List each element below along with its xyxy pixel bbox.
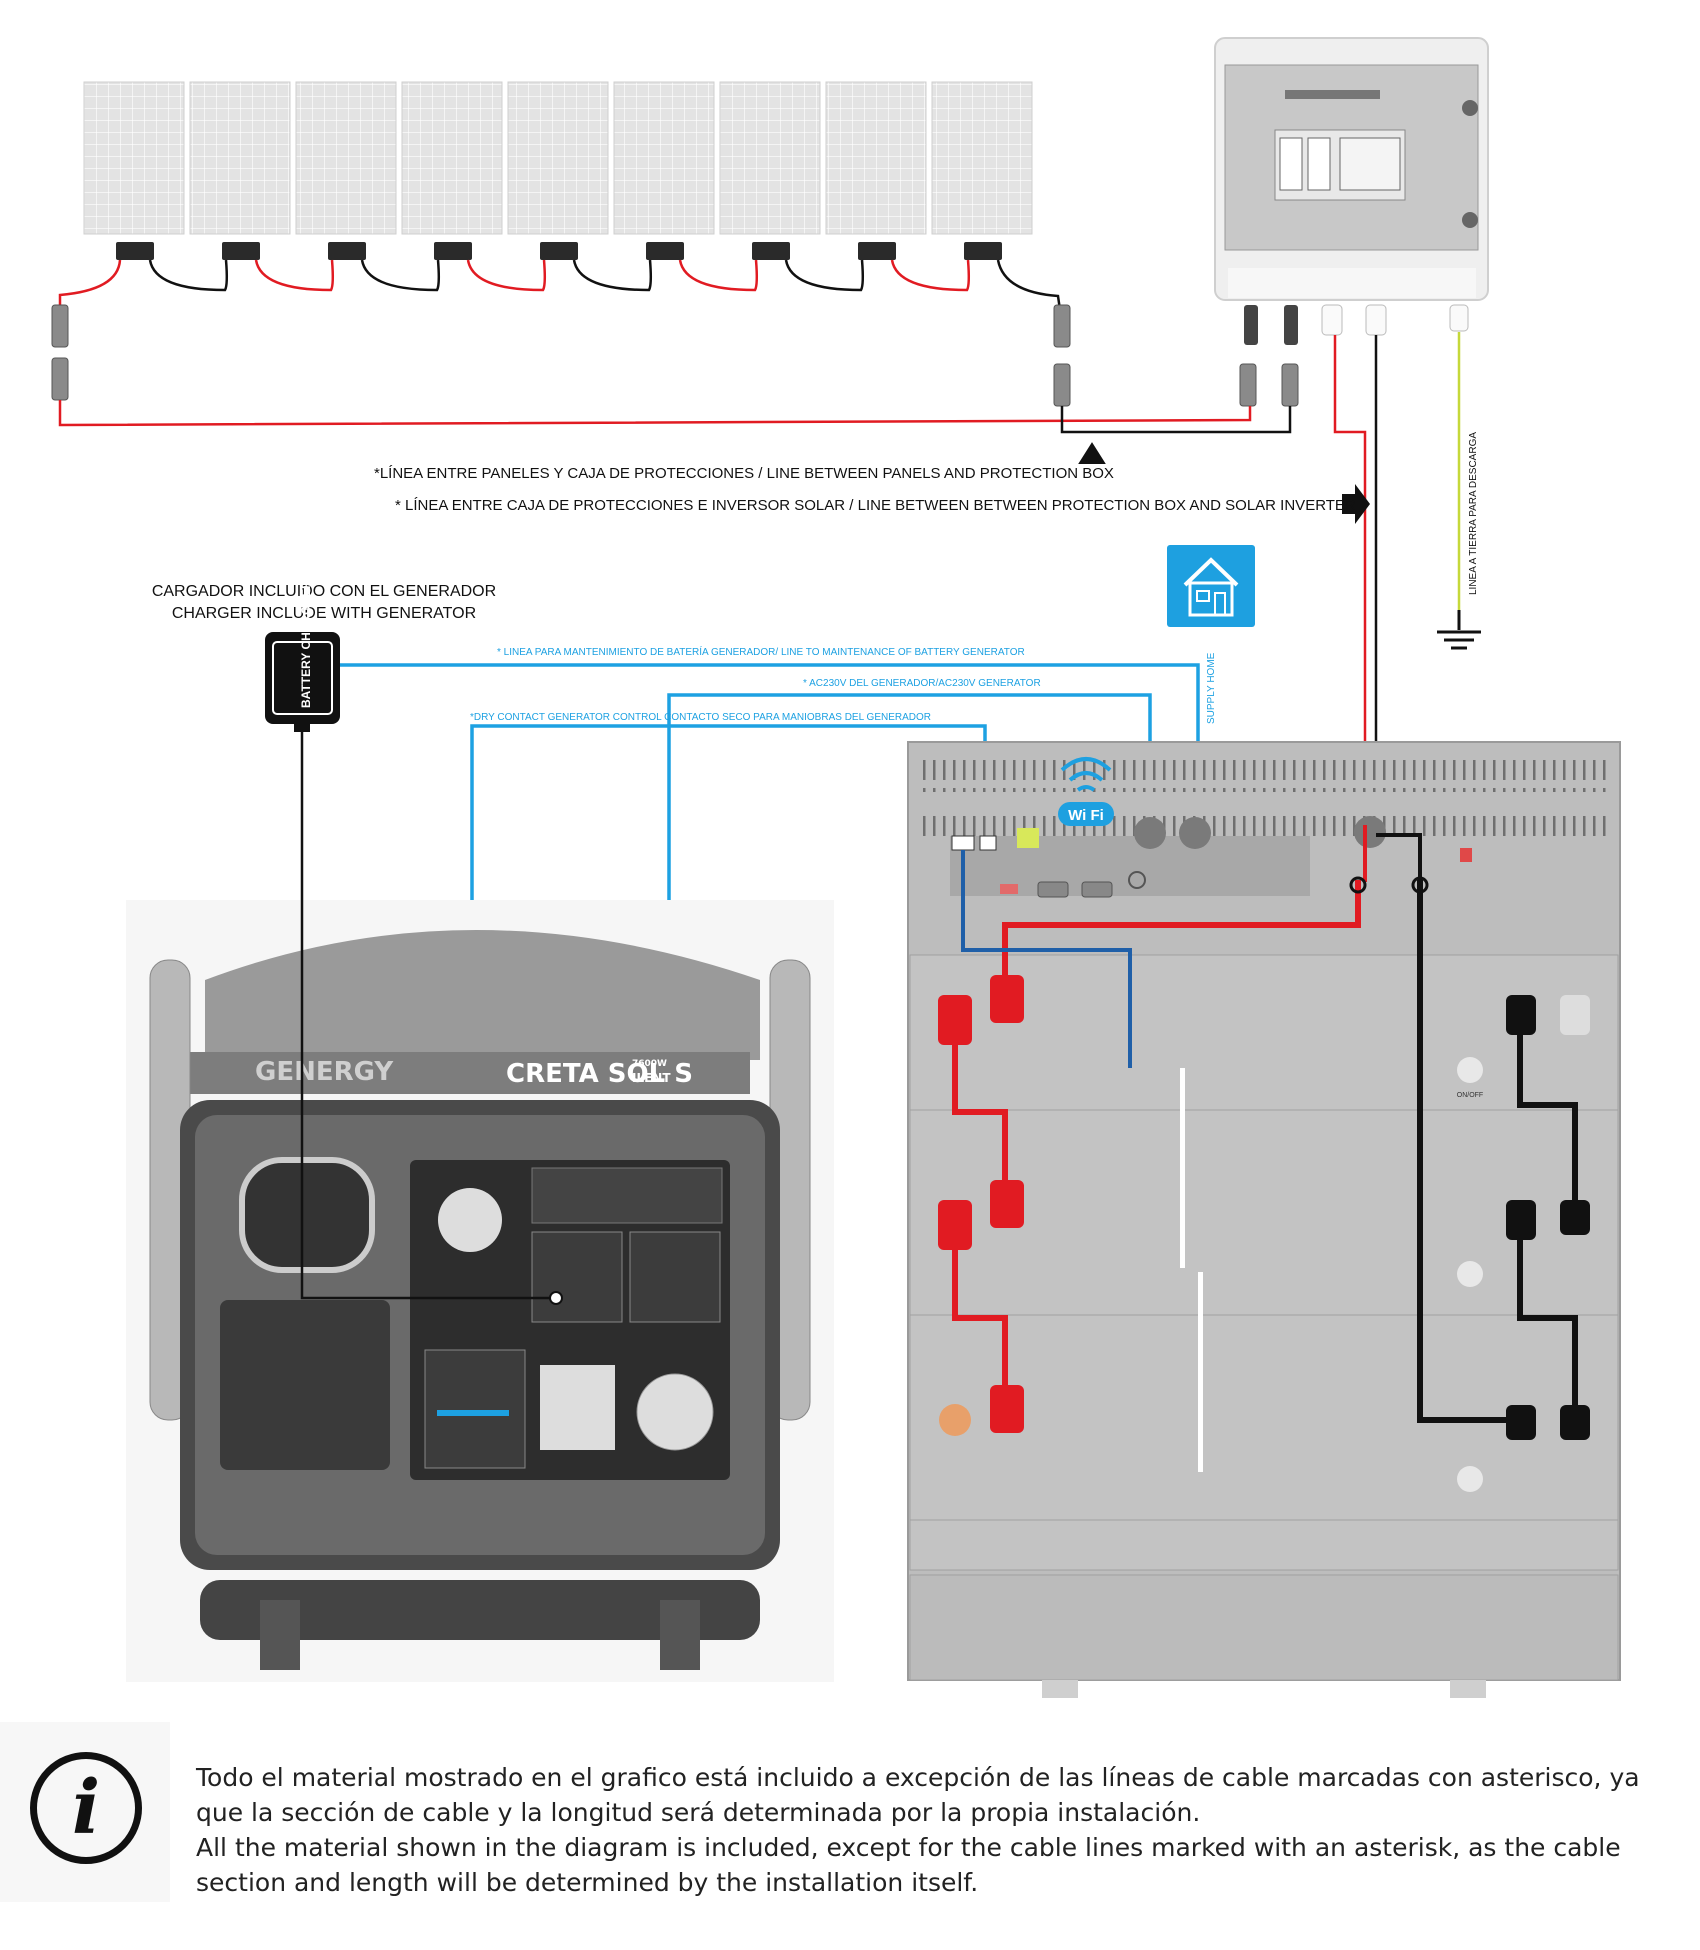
charger-label-es: CARGADOR INCLUIDO CON EL GENERADOR [152,583,496,600]
ground-icon [1437,610,1481,650]
line-panels-box-label: *LÍNEA ENTRE PANELES Y CAJA DE PROTECCIO… [374,465,1114,482]
battery-positive-terminals [938,975,1024,1436]
string-positive-cable [58,400,1252,427]
battery-on-off-label: ON/OFF [1457,1092,1483,1099]
battery-charger-text: BATTERY CHARGUER [299,580,313,708]
solar-panel-icon [83,81,1033,235]
installation-note: Todo el material mostrado en el grafico … [196,1760,1656,1900]
battery-positive-cables [952,880,1361,1410]
generator-model-suffix: ILENT [632,1071,671,1085]
dry-contact-line-label: *DRY CONTACT GENERATOR CONTROL CONTACTO … [470,712,931,723]
arrow-up-icon [1078,442,1106,464]
generator-brand: GENERGY [255,1057,394,1087]
battery-maint-line-label: * LINEA PARA MANTENIMIENTO DE BATERÍA GE… [497,645,1025,658]
ground-line-label: LINEA A TIERRA PARA DESCARGA [1468,432,1479,595]
battery-link-bars [1180,1068,1203,1472]
generator-model-power: 7600W [632,1059,667,1069]
battery-negative-cables [1417,880,1578,1423]
junction-boxes [116,242,1002,260]
installation-note-en: All the material shown in the diagram is… [196,1833,1621,1897]
installation-note-es: Todo el material mostrado en el grafico … [196,1763,1640,1827]
protection-box-icon [1214,37,1489,345]
charger-label-en: CHARGER INCLUDE WITH GENERATOR [172,605,476,622]
wifi-icon [1058,757,1114,826]
comm-cable [961,850,1132,1068]
generator-model: CRETA SOL S [506,1059,693,1089]
string-negative-cable [1060,406,1292,434]
battery-icon [909,954,1619,1698]
battery-charger-icon [265,632,340,732]
solar-panel-array [51,81,1299,434]
panel-series-wiring [58,259,1062,311]
home-icon [1167,545,1255,627]
generator-icon [126,900,834,1682]
line-box-inverter-label: * LÍNEA ENTRE CAJA DE PROTECCIONES E INV… [395,497,1356,514]
info-icon: i [30,1752,142,1864]
wifi-label: Wi Fi [1068,807,1104,824]
charger-cable [300,732,552,1300]
mc4-connectors [51,304,1299,407]
battery-on-off-buttons [1457,1057,1483,1492]
battery-negative-terminals [1506,995,1590,1440]
arrow-right-icon [1342,484,1370,524]
ac230-line-label: * AC230V DEL GENERADOR/AC230V GENERATOR [803,678,1041,689]
pv-positive-cable [1333,335,1367,825]
supply-home-label: SUPPLY HOME [1206,652,1217,724]
